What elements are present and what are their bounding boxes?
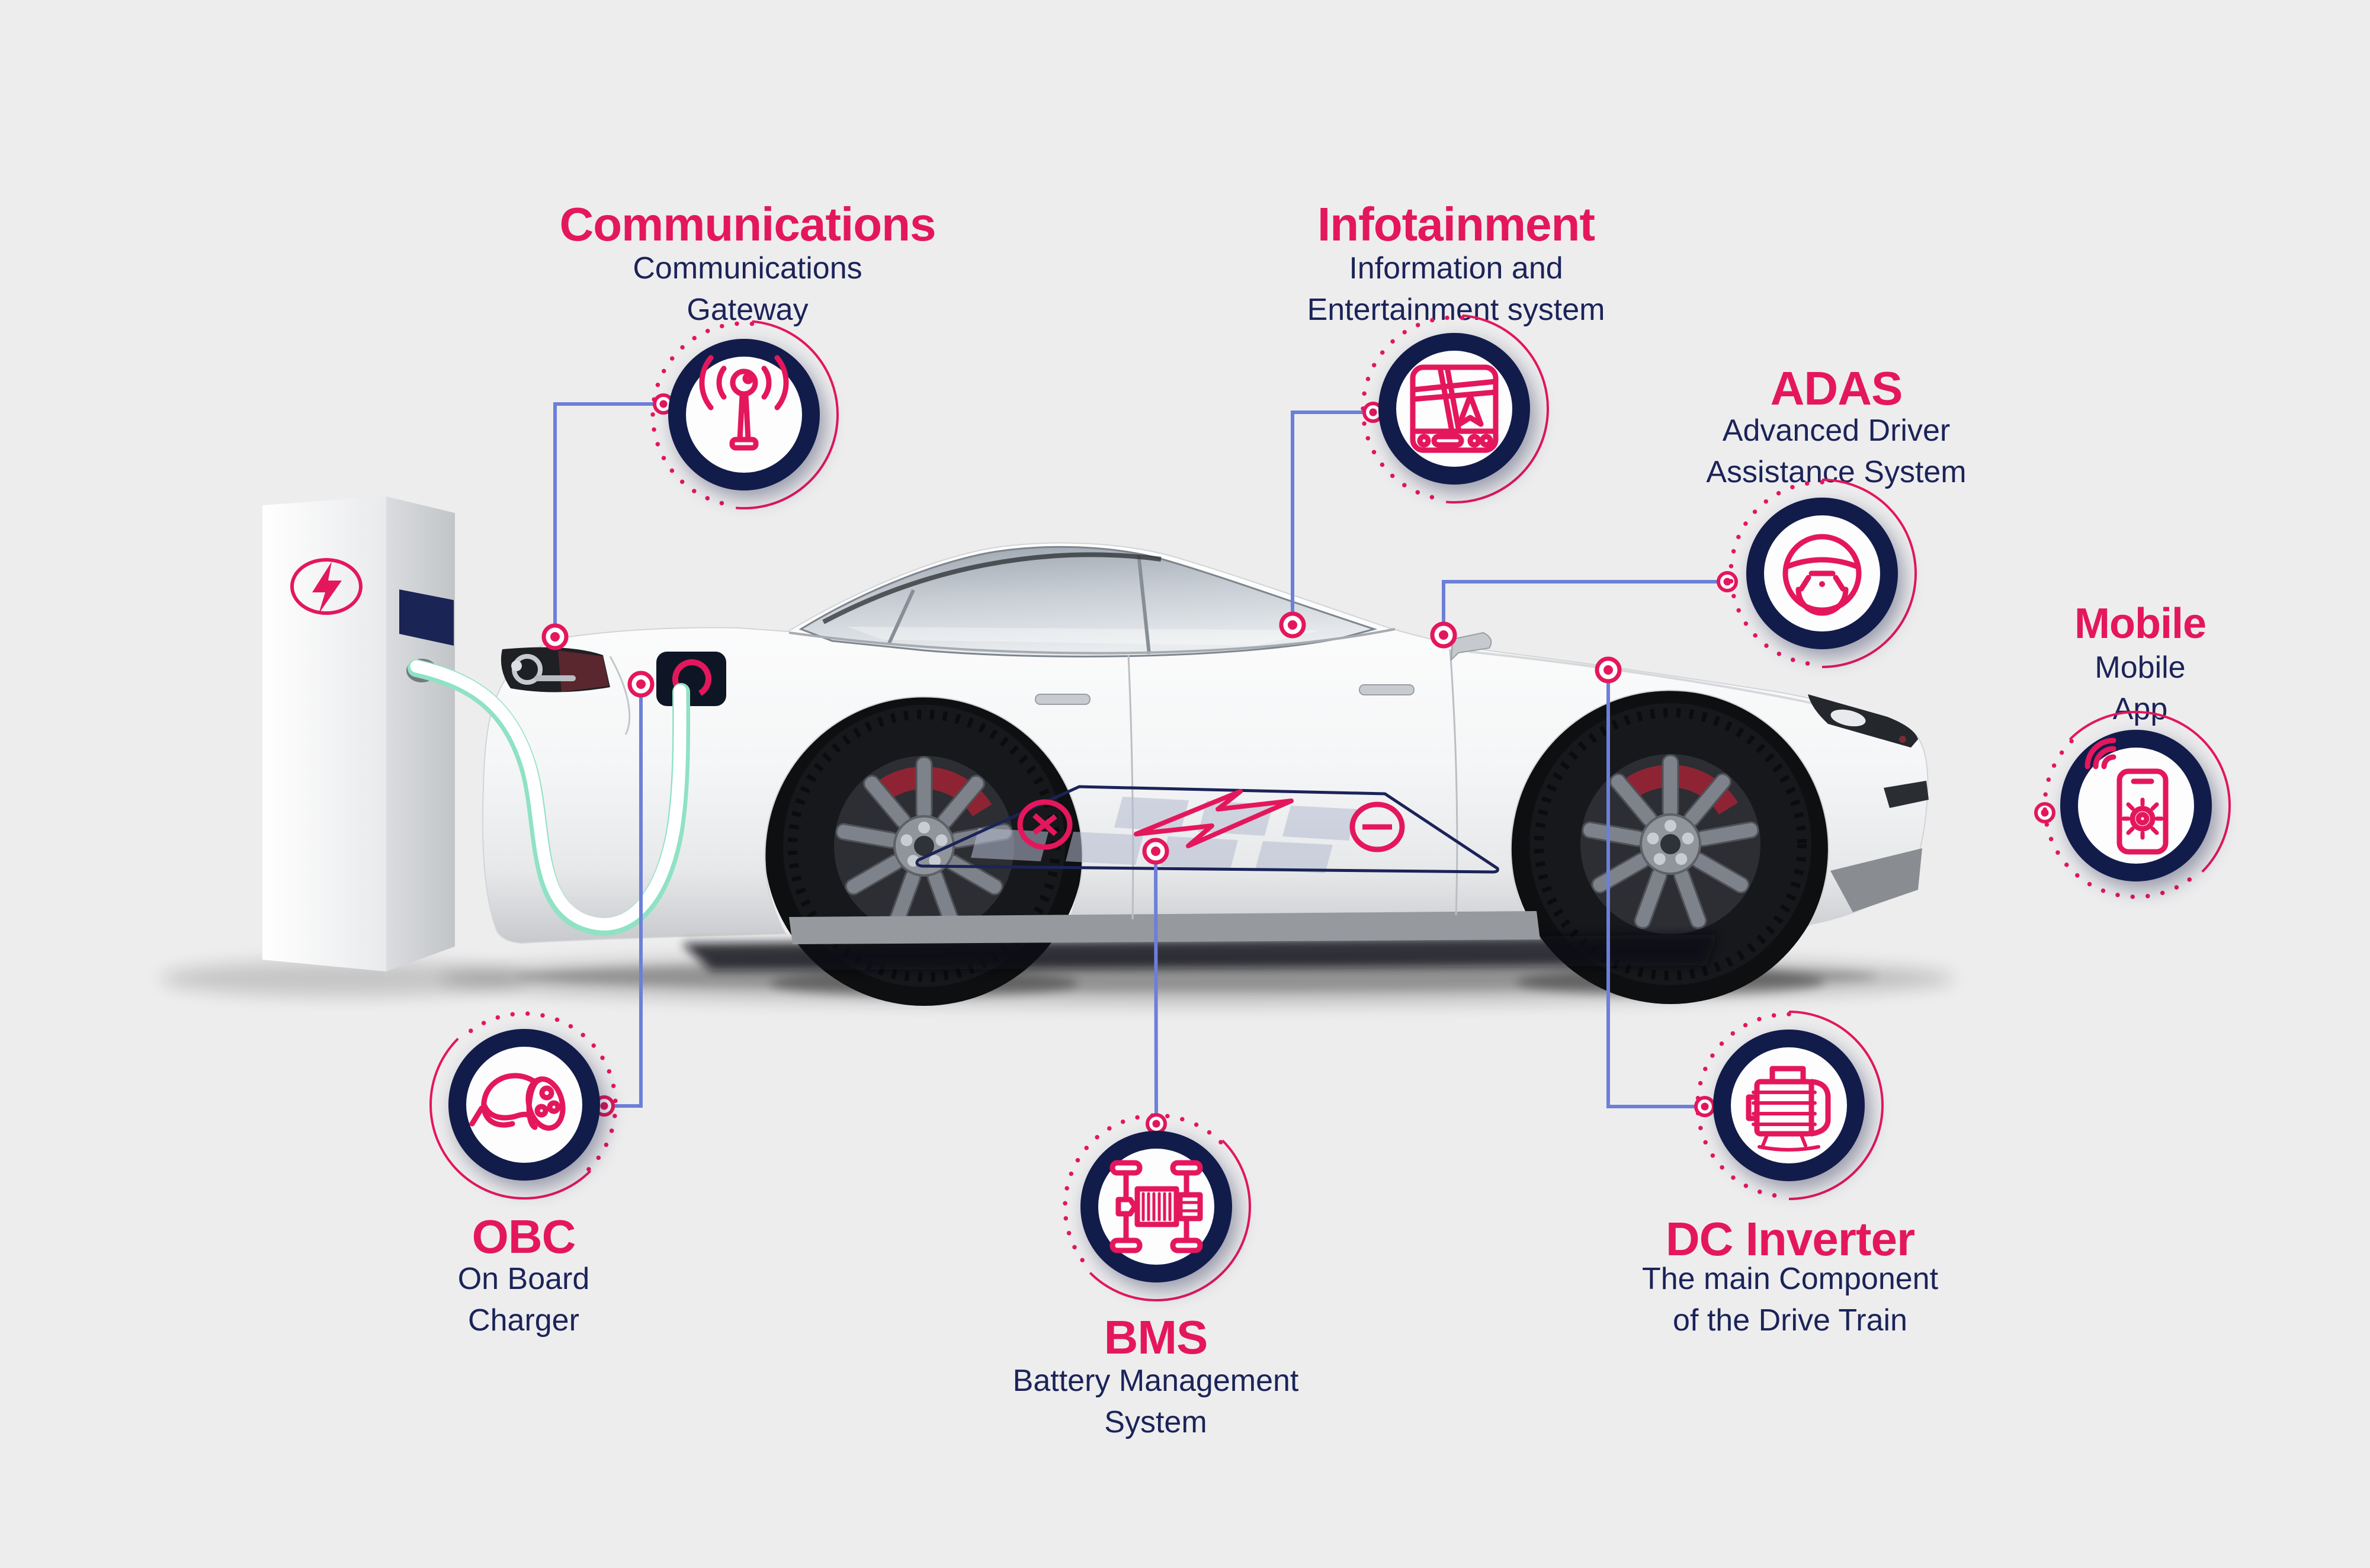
minus-icon (1349, 801, 1405, 852)
connector-lines (553, 402, 1727, 1120)
adas-subtitle: Advanced Driver Assistance System (1706, 413, 1967, 489)
plus-icon (1017, 799, 1073, 850)
battery-pack-outline (915, 785, 1499, 874)
lightning-bolt-icon (1134, 789, 1294, 848)
dc-inverter-connector (1606, 674, 1705, 1108)
adas-title: ADAS (1770, 362, 1903, 415)
vehicle-battery-icon (1109, 1160, 1203, 1253)
communications-icon (650, 320, 839, 509)
charging-cable (408, 659, 691, 936)
bms-icon (1063, 1113, 1251, 1301)
headlight (1808, 694, 1918, 748)
charge-port (656, 652, 726, 706)
communications-title: Communications (559, 198, 937, 251)
side-mirror (1450, 631, 1492, 662)
station-screen (399, 589, 454, 646)
tail-light (501, 647, 610, 692)
station-lightning-logo (290, 558, 363, 615)
steering-wheel-icon (1782, 534, 1862, 616)
electric-car (482, 542, 1929, 970)
charging-plug-icon (469, 1073, 566, 1131)
electric-motor-icon (1746, 1066, 1831, 1152)
mobile-icon (2042, 711, 2231, 899)
bms-title: BMS (1104, 1311, 1208, 1364)
antenna-icon (699, 355, 789, 451)
adas-icon (1728, 479, 1917, 668)
rocker-panel (789, 911, 1540, 944)
infotainment-icon (1361, 314, 1549, 504)
door-handle-front (1359, 684, 1415, 695)
obc-icon (429, 1011, 618, 1200)
smartphone-gear-icon (2084, 737, 2169, 855)
dc-inverter-subtitle: The main Component of the Drive Train (1641, 1262, 1939, 1338)
door-handle-rear (1035, 694, 1091, 705)
obc-connector (604, 688, 643, 1108)
navigation-icon (1410, 364, 1499, 453)
infotainment-connector (1291, 411, 1373, 621)
dc-inverter-title: DC Inverter (1665, 1213, 1915, 1265)
mobile-title: Mobile (2074, 600, 2207, 647)
communications-connector (553, 402, 663, 633)
adas-connector (1442, 580, 1727, 631)
obc-title: OBC (472, 1210, 576, 1263)
mobile-subtitle: Mobile App (2095, 650, 2186, 726)
charging-station (262, 496, 455, 971)
bms-subtitle: Battery Management System (1012, 1364, 1299, 1439)
obc-subtitle: On Board Charger (457, 1262, 590, 1338)
infotainment-title: Infotainment (1317, 198, 1595, 251)
dc-inverter-icon (1695, 1011, 1884, 1200)
communications-subtitle: Communications Gateway (633, 251, 862, 327)
infotainment-subtitle: Information and Entertainment system (1307, 251, 1605, 327)
